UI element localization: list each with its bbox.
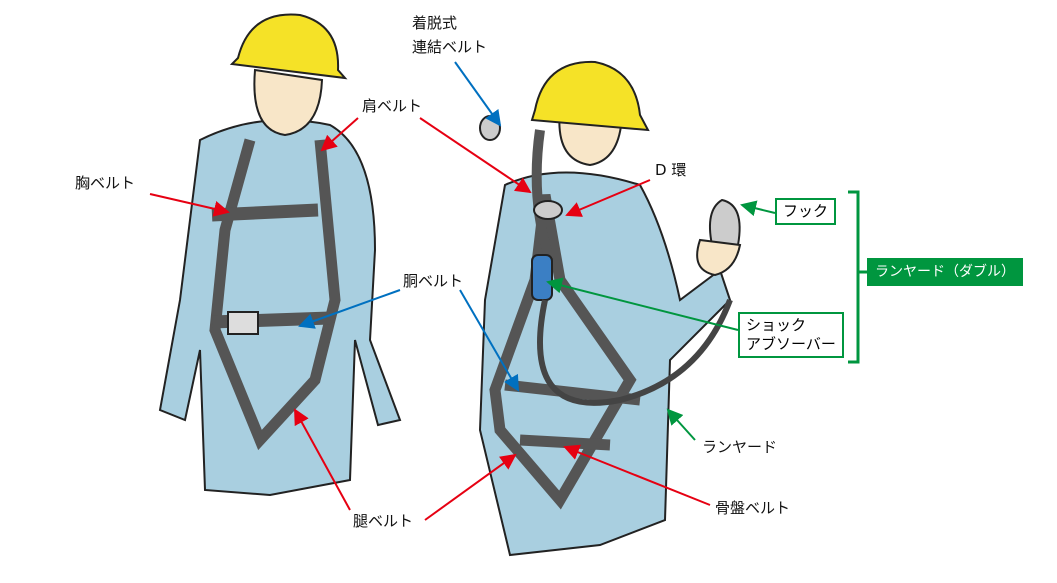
label-waist-belt: 胴ベルト: [403, 272, 464, 290]
label-detachable-line1: 着脱式: [412, 14, 458, 32]
label-detachable-line2: 連結ベルト: [412, 38, 488, 56]
label-shock-absorber: ショック アブソーバー: [738, 312, 844, 358]
label-shoulder-belt: 肩ベルト: [362, 97, 423, 115]
label-lanyard-double: ランヤード（ダブル）: [867, 258, 1023, 286]
front-worker: [158, 13, 402, 497]
label-thigh-belt: 腿ベルト: [353, 512, 414, 530]
label-pelvic-belt: 骨盤ベルト: [715, 499, 791, 517]
label-hook: フック: [775, 198, 837, 225]
back-worker: [478, 60, 742, 557]
shock-line1: ショック: [746, 316, 807, 334]
callout-arrows: [149, 61, 867, 521]
label-chest-belt: 胸ベルト: [75, 174, 136, 192]
shock-line2: アブソーバー: [746, 335, 836, 353]
label-d-ring: D 環: [655, 161, 687, 179]
label-lanyard: ランヤード: [702, 438, 778, 456]
